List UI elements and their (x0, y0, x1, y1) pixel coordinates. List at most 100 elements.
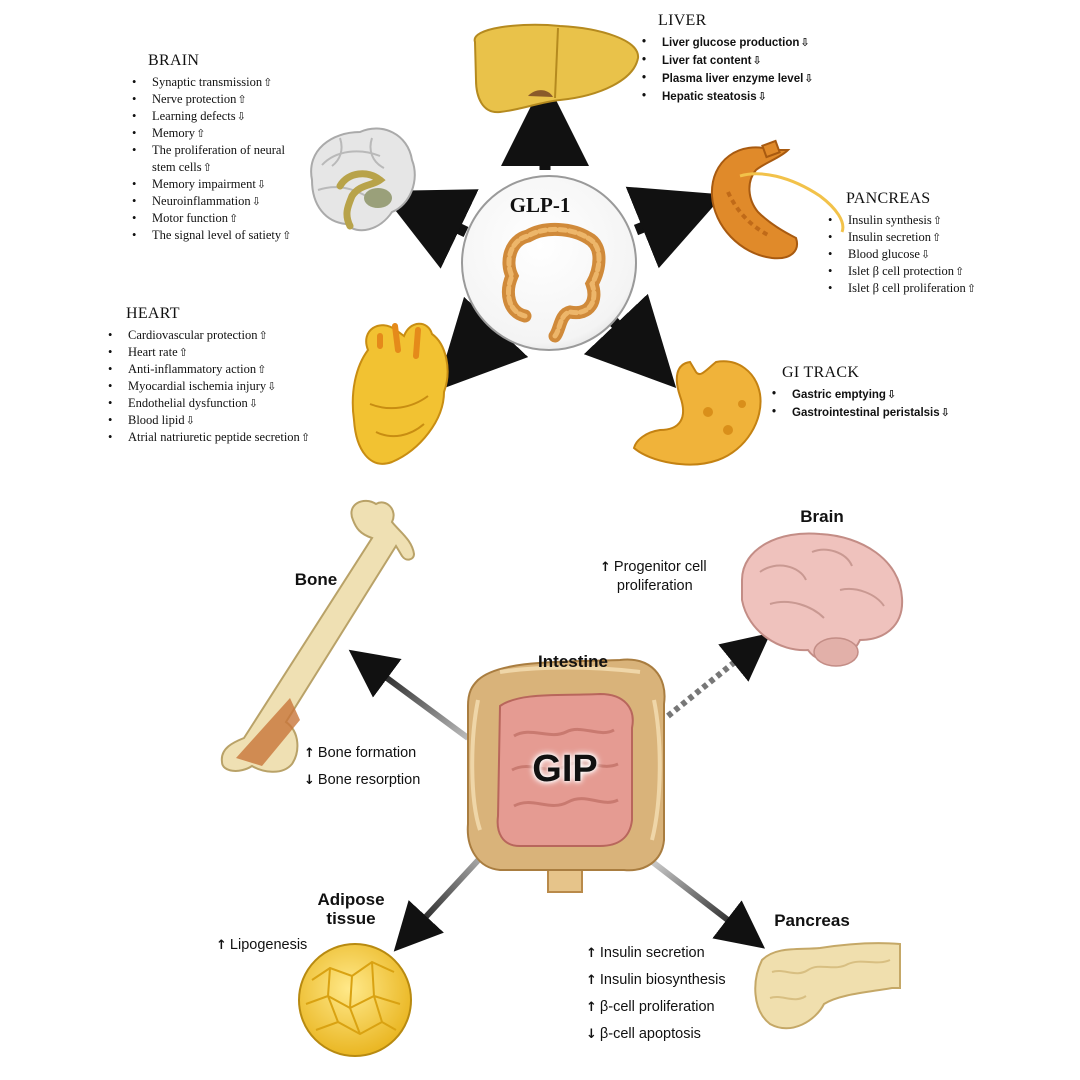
item-text: Insulin synthesis (848, 213, 932, 227)
gip-brain-illustration (741, 532, 904, 667)
hollow-up-arrow-icon: ⇧ (282, 229, 292, 242)
item-text: Nerve protection (152, 92, 237, 106)
item-text: Islet β cell proliferation (848, 281, 966, 295)
gip-pancreas-effect-3: ↓β-cell apoptosis (586, 1021, 726, 1048)
up-arrow-icon: ↑ (304, 746, 315, 761)
glp1-brain-title: BRAIN (148, 52, 200, 69)
glp1-gi-title: GI TRACK (782, 364, 860, 381)
glp1-gi-panel: GI TRACK Gastric emptying⇩Gastrointestin… (770, 364, 950, 422)
item-text: Memory impairment (152, 177, 256, 191)
hollow-up-arrow-icon: ⇧ (931, 231, 942, 244)
item-text: Gastric emptying (792, 389, 886, 401)
hollow-up-arrow-icon: ⇧ (196, 127, 206, 140)
glp1-liver-item-1: Liver fat content⇩ (640, 52, 814, 70)
intestine-label: Intestine (538, 652, 608, 671)
glp1-brain-item-8: Motor function⇧ (130, 210, 291, 227)
glp1-stomach-illustration (632, 360, 762, 466)
glp1-liver-item-0: Liver glucose production⇩ (640, 34, 814, 52)
item-text: Insulin secretion (848, 230, 931, 244)
glp1-brain-list: Synaptic transmission⇧Nerve protection ⇧ L… (130, 74, 291, 244)
effect-text: Lipogenesis (229, 937, 308, 953)
item-text: Anti-inflammatory action (128, 362, 257, 376)
glp1-brain-item-5: stem cells⇧ (130, 159, 291, 176)
hollow-down-arrow-icon: ⇩ (940, 406, 950, 419)
item-text: Neuroinflammation (152, 194, 251, 208)
hollow-up-arrow-icon: ⇧ (263, 76, 273, 89)
glp1-heart-illustration (351, 322, 449, 465)
item-text: Gastrointestinal peristalsis (792, 407, 940, 419)
glp1-pancreas-item-1: Insulin secretion⇧ (826, 229, 976, 246)
item-text: Endothelial dysfunction (128, 396, 248, 410)
adipose-label-line2: tissue (326, 909, 376, 928)
arrow-to-pancreas (625, 186, 724, 269)
hollow-up-arrow-icon: ⇧ (257, 363, 267, 376)
glp1-liver-list: Liver glucose production⇩Liver fat conte… (640, 34, 814, 106)
item-text: Blood lipid (128, 413, 185, 427)
glp1-heart-item-5: Blood lipid⇩ (106, 412, 310, 429)
glp1-brain-item-7: Neuroinflammation⇩ (130, 193, 291, 210)
gip-brain-effect-0: ↑Progenitor cell (600, 558, 707, 577)
gip-pancreas-effects: ↑Insulin secretion↑Insulin biosynthesis↑… (586, 940, 726, 1048)
glp1-liver-panel: LIVER Liver glucose production⇩Liver fat… (640, 12, 814, 106)
hollow-down-arrow-icon: ⇩ (251, 195, 261, 208)
gip-pancreas-effect-1: ↑Insulin biosynthesis (586, 967, 726, 994)
effect-text: Progenitor cell (613, 559, 707, 575)
glp1-gi-item-1: Gastrointestinal peristalsis⇩ (770, 404, 950, 422)
up-arrow-icon: ↑ (586, 973, 597, 988)
hollow-down-arrow-icon: ⇩ (886, 388, 897, 401)
glp1-liver-item-3: Hepatic steatosis⇩ (640, 88, 814, 106)
item-text: The signal level of satiety (152, 228, 282, 242)
effect-text: Insulin secretion (599, 945, 705, 961)
bone-label: Bone (294, 570, 338, 589)
glp1-brain-item-3: Memory⇧ (130, 125, 291, 142)
up-arrow-icon: ↑ (600, 560, 611, 575)
item-text: Liver glucose production (662, 37, 800, 49)
item-text: Islet β cell protection (848, 264, 954, 278)
glp1-pancreas-panel: PANCREAS Insulin synthesis⇧Insulin secre… (826, 190, 976, 297)
hollow-down-arrow-icon: ⇩ (236, 110, 246, 123)
glp1-title: GLP-1 (509, 193, 571, 217)
item-text: Memory (152, 126, 196, 140)
item-text: Blood glucose (848, 247, 920, 261)
gip-pancreas-effect-2: ↑β-cell proliferation (586, 994, 726, 1021)
glp1-heart-item-2: Anti-inflammatory action⇧ (106, 361, 310, 378)
gip-brain-effect-1: proliferation (600, 577, 707, 596)
up-arrow-icon: ↑ (586, 946, 597, 961)
hollow-up-arrow-icon: ⇧ (202, 161, 212, 174)
glp1-pancreas-item-0: Insulin synthesis⇧ (826, 212, 976, 229)
gip-pancreas-illustration (754, 942, 901, 1030)
glp1-pancreas-illustration (710, 139, 845, 260)
adipose-label-line1: Adipose (317, 890, 385, 909)
hollow-down-arrow-icon: ⇩ (800, 36, 810, 49)
arrow-to-gi (583, 293, 677, 389)
intestine-illustration (466, 658, 666, 893)
adipose-effect-0: ↑Lipogenesis (216, 932, 307, 959)
glp1-brain-item-0: Synaptic transmission⇧ (130, 74, 291, 91)
glp1-liver-title: LIVER (658, 12, 707, 29)
item-text: Heart rate (128, 345, 178, 359)
up-arrow-icon: ↑ (586, 1000, 597, 1015)
hollow-up-arrow-icon: ⇧ (954, 265, 965, 278)
hollow-up-arrow-icon: ⇧ (229, 212, 239, 225)
hollow-down-arrow-icon: ⇩ (920, 248, 931, 261)
effect-text: Insulin biosynthesis (599, 972, 726, 988)
item-text: Learning defects (152, 109, 236, 123)
hollow-up-arrow-icon: ⇧ (258, 329, 268, 342)
glp1-heart-list: Cardiovascular protection⇧Heart rate⇧Ant… (106, 327, 310, 446)
glp1-heart-item-3: Myocardial ischemia injury⇩ (106, 378, 310, 395)
glp1-brain-panel: BRAIN Synaptic transmission⇧Nerve protec… (130, 52, 291, 244)
glp1-brain-item-4: The proliferation of neural (130, 142, 291, 159)
hollow-down-arrow-icon: ⇩ (757, 90, 767, 103)
gip-brain-label: Brain (800, 507, 844, 526)
adipose-illustration (298, 943, 412, 1057)
hollow-down-arrow-icon: ⇩ (248, 397, 258, 410)
arrow-to-heart (435, 296, 529, 392)
hollow-up-arrow-icon: ⇧ (300, 431, 311, 444)
item-text: The proliferation of neural (152, 143, 285, 157)
effect-text: β-cell proliferation (599, 999, 715, 1015)
item-text: Plasma liver enzyme level (662, 73, 804, 85)
glp1-brain-item-2: Learning defects⇩ (130, 108, 291, 125)
down-arrow-icon: ↓ (304, 773, 315, 788)
